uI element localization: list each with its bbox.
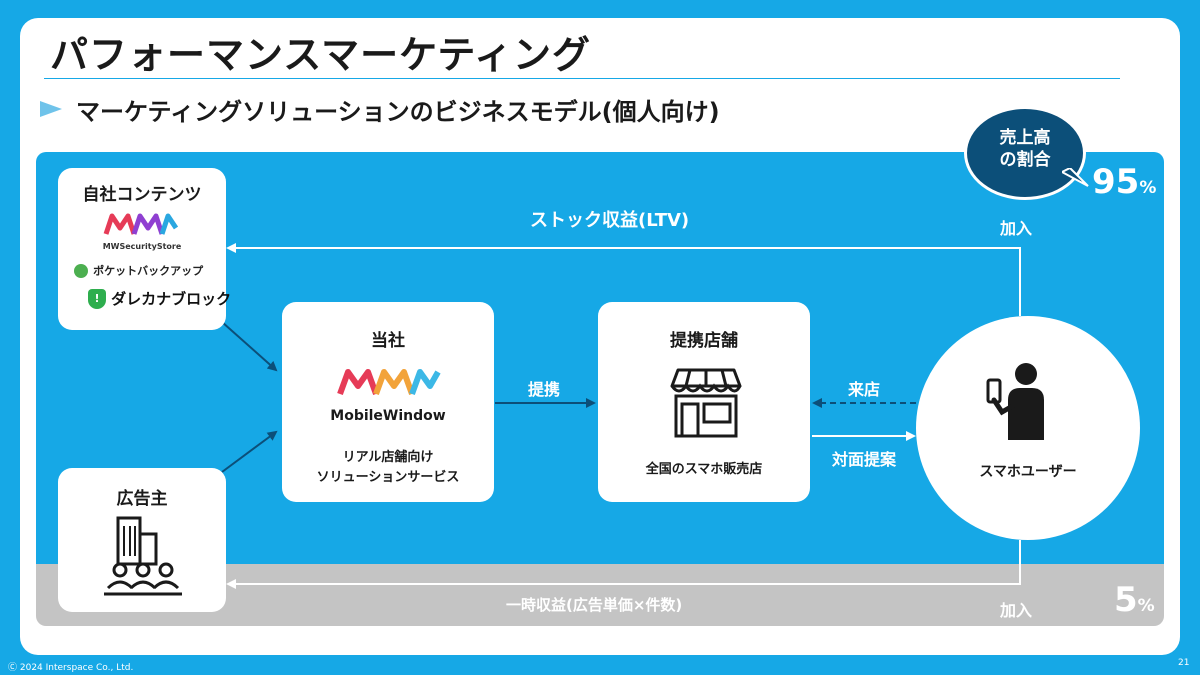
title-divider — [44, 78, 1120, 79]
one-time-revenue-arrow — [226, 540, 1021, 589]
person-with-phone-icon — [986, 363, 1044, 440]
pocket-backup-icon — [74, 263, 88, 278]
advertiser-title: 広告主 — [116, 489, 168, 509]
join-top-label: 加入 — [1000, 219, 1033, 238]
tie-up-label: 提携 — [528, 380, 561, 399]
visit-label: 来店 — [848, 380, 881, 399]
pocket-backup-logo: ポケットバックアップ — [74, 260, 218, 280]
company-title: 当社 — [371, 331, 405, 351]
own-content-card: 自社コンテンツ MWSecurityStore ポケットバックアップ ! ダレカ… — [58, 168, 231, 330]
store-icon — [670, 368, 742, 438]
smartphone-user-circle: スマホユーザー — [916, 316, 1140, 540]
revenue-share-bubble-text: 売上高 の割合 — [967, 127, 1083, 171]
one-time-share-percent: 5% — [1114, 580, 1155, 620]
stock-revenue-arrow — [226, 243, 1021, 316]
company-card: 当社 MobileWindow リアル店舗向け ソリューションサービス — [282, 302, 494, 502]
subtitle: マーケティングソリューションのビジネスモデル(個人向け) — [76, 98, 720, 126]
darekana-block-logo: ! ダレカナブロック — [88, 288, 231, 314]
stock-share-percent: 95% — [1092, 162, 1156, 202]
company-desc-line1: リアル店舗向け — [342, 450, 434, 465]
building-people-icon — [104, 516, 182, 596]
partner-store-title: 提携店舗 — [670, 331, 738, 351]
partner-store-card: 提携店舗 全国のスマホ販売店 — [598, 302, 810, 502]
company-desc-line2: ソリューションサービス — [316, 470, 460, 485]
one-time-revenue-label: 一時収益(広告単価×件数) — [506, 596, 683, 614]
one-time-share-value: 5 — [1114, 580, 1138, 620]
stock-share-value: 95 — [1092, 162, 1140, 202]
page-number: 21 — [1178, 658, 1190, 668]
advertiser-to-company-arrow — [221, 430, 278, 473]
mobilewindow-logo-icon — [337, 369, 441, 396]
stock-share-unit: % — [1139, 178, 1157, 198]
join-bottom-label: 加入 — [1000, 601, 1033, 620]
pocket-backup-label: ポケットバックアップ — [93, 264, 204, 278]
darekana-block-label: ダレカナブロック — [111, 290, 232, 308]
bubble-line1: 売上高 — [999, 128, 1051, 148]
triangle-bullet-icon — [40, 101, 62, 117]
mw-logo-icon — [103, 213, 179, 235]
stock-revenue-label: ストック収益(LTV) — [530, 210, 690, 231]
page-title: パフォーマンスマーケティング — [50, 33, 592, 77]
partner-store-desc: 全国のスマホ販売店 — [645, 462, 763, 477]
one-time-share-unit: % — [1137, 596, 1155, 616]
advertiser-card: 広告主 — [58, 468, 226, 612]
mobilewindow-logo-text: MobileWindow — [330, 408, 446, 424]
own-content-title: 自社コンテンツ — [82, 185, 202, 205]
face-to-face-label: 対面提案 — [832, 450, 897, 469]
bubble-tail-icon — [1062, 168, 1089, 187]
own-content-to-company-arrow — [221, 321, 278, 372]
smartphone-user-label: スマホユーザー — [979, 464, 1077, 480]
mw-security-store-label: MWSecurityStore — [102, 242, 182, 251]
copyright: Ⓒ 2024 Interspace Co., Ltd. — [8, 663, 134, 673]
shield-icon: ! — [88, 288, 106, 309]
bubble-line2: の割合 — [999, 150, 1051, 170]
mw-security-store-logo: MWSecurityStore — [102, 212, 182, 252]
revenue-share-bubble: 売上高 の割合 — [964, 106, 1086, 200]
